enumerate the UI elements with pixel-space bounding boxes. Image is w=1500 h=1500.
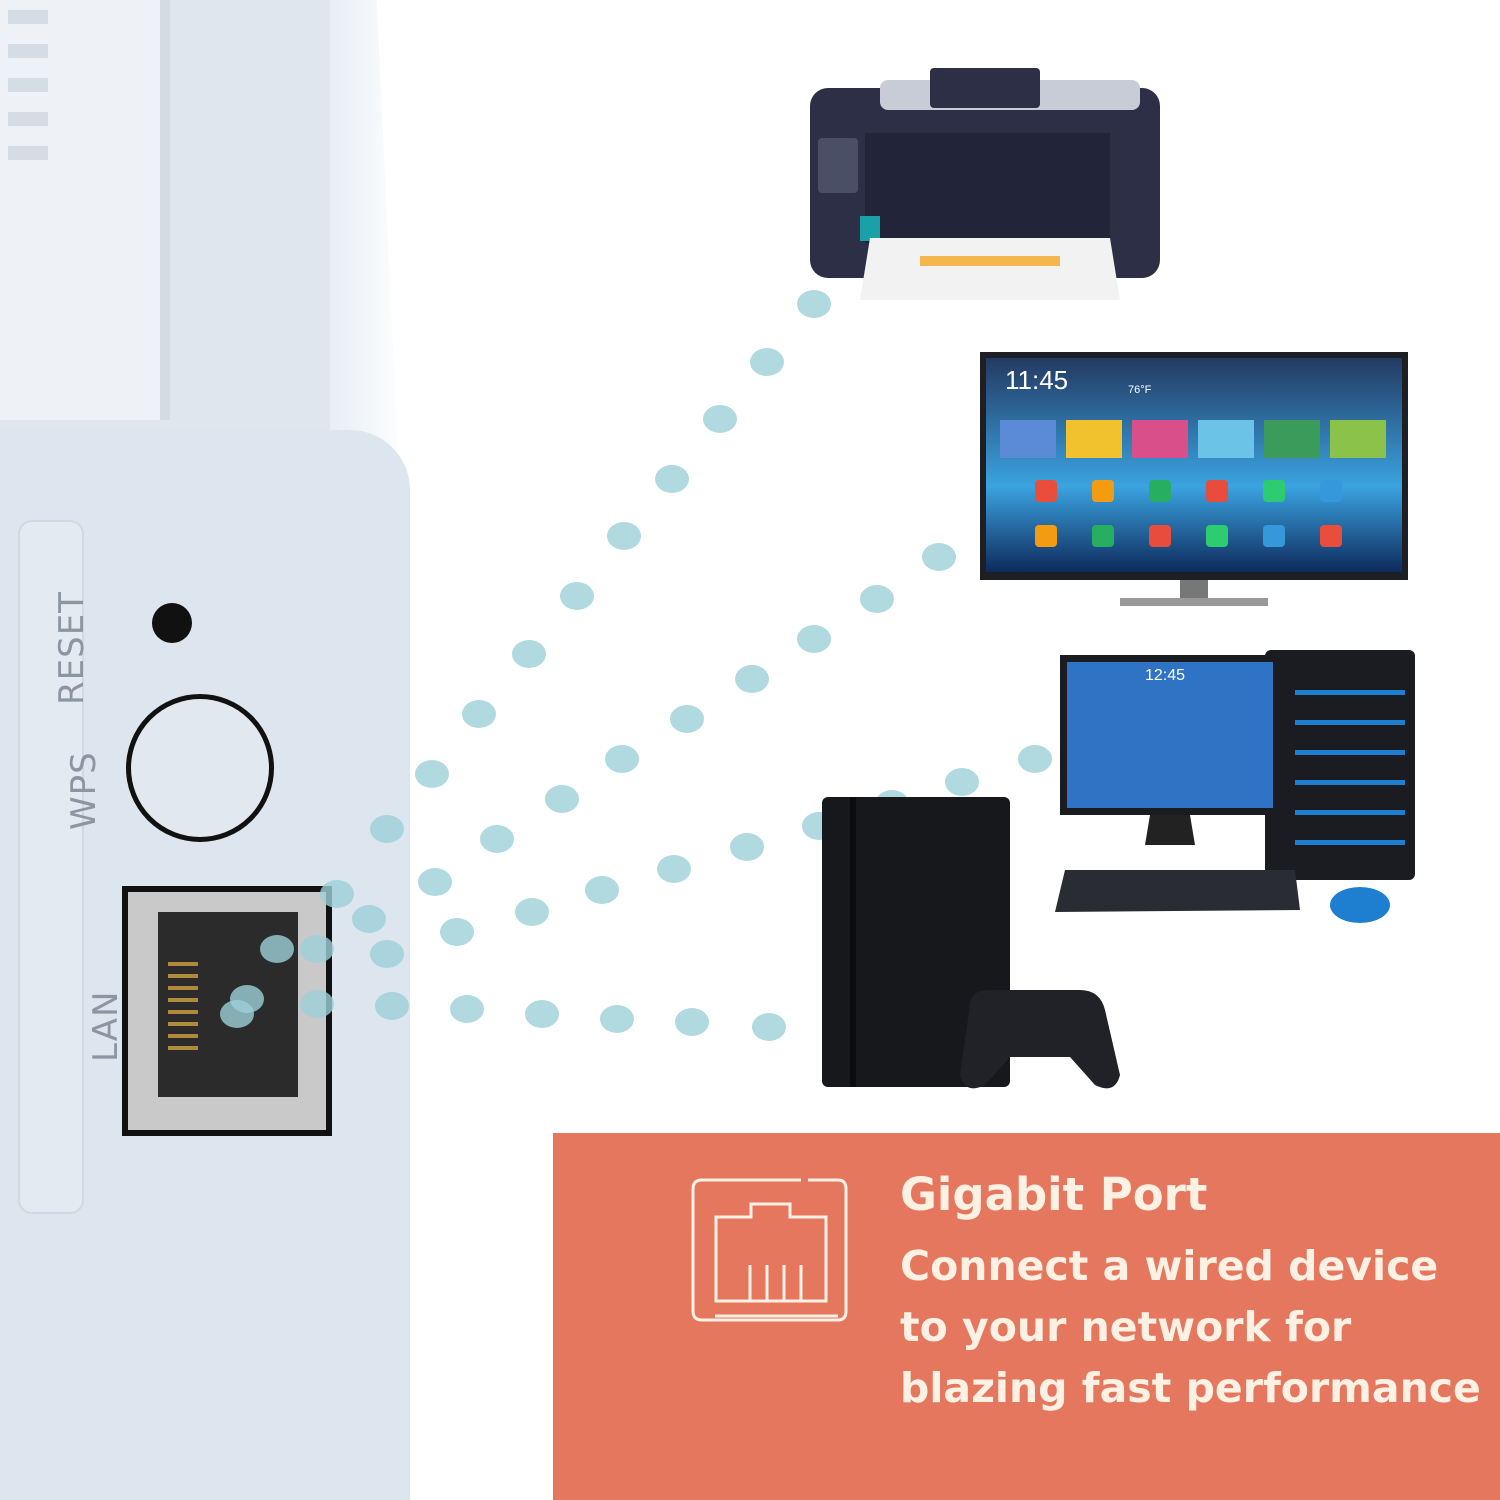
signal-dot (300, 935, 334, 963)
tv-app-icon (1149, 480, 1171, 502)
ethernet-port-icon (691, 1178, 848, 1322)
reset-label: RESET (52, 591, 92, 705)
tv-app-icon (1149, 525, 1171, 547)
pc-screen (1067, 662, 1273, 808)
tv-neck (1180, 580, 1208, 598)
signal-dot (370, 815, 404, 843)
signal-dot (607, 522, 641, 550)
tv-photo-tile (1132, 420, 1188, 458)
desktop-computer-image (1055, 650, 1415, 923)
tv-app-icon (1206, 525, 1228, 547)
pc-mouse (1330, 887, 1390, 923)
printer-tab (860, 216, 880, 241)
tv-app-icon (1206, 480, 1228, 502)
signal-dot (418, 868, 452, 896)
signal-dot (735, 665, 769, 693)
feature-description-line: blazing fast performance (900, 1364, 1481, 1412)
reset-button[interactable] (152, 603, 192, 643)
signal-dot (655, 465, 689, 493)
signal-dot (320, 880, 354, 908)
lan-label: LAN (86, 990, 126, 1062)
signal-dot (703, 405, 737, 433)
printer-front (865, 133, 1110, 243)
signal-dot (480, 825, 514, 853)
signal-dot (525, 1000, 559, 1028)
smart-tv-image (980, 352, 1408, 606)
game-console-image (822, 797, 1120, 1089)
tv-app-icon (1263, 480, 1285, 502)
tv-app-icon (1263, 525, 1285, 547)
gamepad (960, 990, 1120, 1089)
signal-dot (515, 898, 549, 926)
console-groove (850, 797, 856, 1087)
signal-dot (370, 940, 404, 968)
tv-app-icon (1035, 525, 1057, 547)
tv-app-icon (1035, 480, 1057, 502)
pc-tower (1265, 650, 1415, 880)
tv-app-icon (1092, 480, 1114, 502)
signal-dot (945, 768, 979, 796)
signal-dot (1018, 745, 1052, 773)
signal-dot (440, 918, 474, 946)
printer-handle (930, 68, 1040, 108)
console-body (822, 797, 1010, 1087)
signal-dot (860, 585, 894, 613)
signal-dot (545, 785, 579, 813)
signal-dot (415, 760, 449, 788)
pc-clock: 12:45 (1145, 667, 1186, 684)
tv-photo-tile (1198, 420, 1254, 458)
signal-dot (657, 855, 691, 883)
signal-dot (670, 705, 704, 733)
tv-photo-tile (1330, 420, 1386, 458)
feature-description-line: Connect a wired device (900, 1242, 1439, 1290)
signal-dot (922, 543, 956, 571)
feature-description-line: to your network for (900, 1303, 1352, 1351)
wps-label: WPS (64, 751, 104, 830)
signal-dot (450, 995, 484, 1023)
tv-clock: 11:45 (1005, 365, 1069, 395)
signal-dot (750, 348, 784, 376)
signal-dot (375, 992, 409, 1020)
signal-dot (260, 935, 294, 963)
signal-dot (512, 640, 546, 668)
label-recess (18, 520, 84, 1214)
signal-dot (352, 905, 386, 933)
pc-monitor-stand (1145, 815, 1195, 845)
signal-dot (560, 582, 594, 610)
tv-photo-tile (1264, 420, 1320, 458)
signal-dot (730, 833, 764, 861)
printer-image (810, 68, 1160, 300)
router-vent-area (0, 0, 170, 420)
printer-paper-print (920, 256, 1060, 266)
tv-app-icon (1320, 525, 1342, 547)
printer-controls (818, 138, 858, 193)
signal-dot (220, 1000, 254, 1028)
signal-dot (585, 876, 619, 904)
tv-photo-tile (1066, 420, 1122, 458)
signal-dot (605, 745, 639, 773)
signal-dot (600, 1005, 634, 1033)
wps-button[interactable] (126, 694, 274, 842)
tv-app-icon (1320, 480, 1342, 502)
signal-dot (752, 1013, 786, 1041)
signal-dot (675, 1008, 709, 1036)
signal-dot (797, 290, 831, 318)
tv-stand (1120, 598, 1268, 606)
pc-keyboard (1055, 870, 1300, 912)
tv-photo-tile (1000, 420, 1056, 458)
printer-paper (860, 238, 1120, 300)
tv-app-icon (1092, 525, 1114, 547)
tv-weather: 76°F (1128, 384, 1152, 396)
feature-title: Gigabit Port (900, 1168, 1208, 1221)
signal-dot (300, 990, 334, 1018)
signal-dot (797, 625, 831, 653)
feature-panel (553, 1133, 1500, 1500)
signal-dot (462, 700, 496, 728)
